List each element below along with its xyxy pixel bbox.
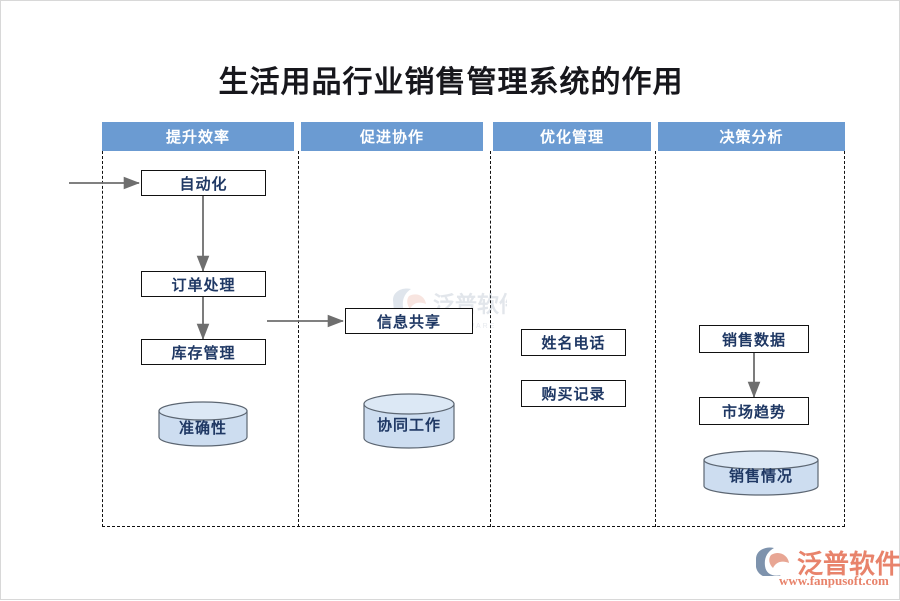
column-header-promote-collaboration: 促进协作 (301, 122, 483, 151)
node-automation[interactable]: 自动化 (141, 170, 266, 196)
brand-logo: 泛普软件 www.fanpusoft.com (753, 544, 900, 592)
lane-divider-right-edge (844, 151, 845, 527)
lane-divider-2 (490, 151, 491, 527)
lane-divider-left-edge (102, 151, 103, 527)
page-title: 生活用品行业销售管理系统的作用 (218, 66, 684, 99)
node-name-phone[interactable]: 姓名电话 (521, 329, 626, 356)
column-header-optimize-management: 优化管理 (493, 122, 651, 151)
column-header-decision-analysis: 决策分析 (658, 122, 845, 151)
fanpu-swoosh-icon (756, 547, 789, 576)
lane-divider-1 (298, 151, 299, 527)
node-sales-data[interactable]: 销售数据 (699, 325, 809, 353)
brand-url: www.fanpusoft.com (779, 573, 889, 588)
brand-name: 泛普软件 (797, 550, 900, 579)
node-order-processing[interactable]: 订单处理 (141, 271, 266, 297)
cylinder-collaborative-work[interactable]: 协同工作 (363, 393, 455, 449)
node-purchase-records[interactable]: 购买记录 (521, 380, 626, 407)
cylinder-accuracy[interactable]: 准确性 (158, 401, 248, 447)
column-header-improve-efficiency: 提升效率 (102, 122, 294, 151)
node-inventory-management[interactable]: 库存管理 (141, 339, 266, 365)
lane-divider-3 (655, 151, 656, 527)
lane-frame-bottom (102, 526, 845, 527)
node-information-sharing[interactable]: 信息共享 (345, 308, 473, 334)
cylinder-sales-status[interactable]: 销售情况 (703, 450, 819, 496)
node-market-trends[interactable]: 市场趋势 (699, 397, 809, 425)
